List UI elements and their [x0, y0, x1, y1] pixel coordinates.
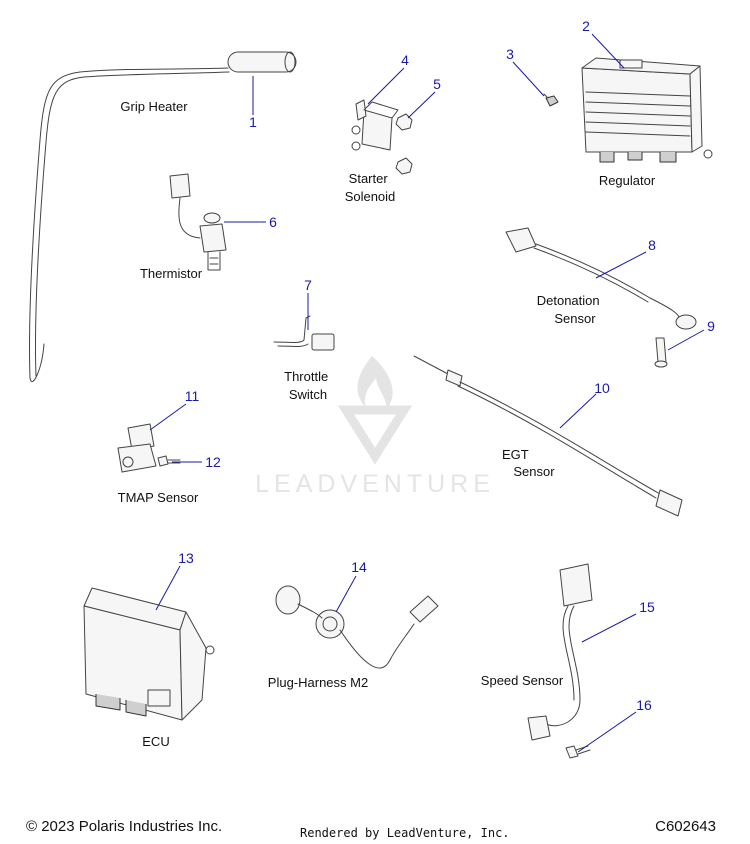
callout-8[interactable]: 8 — [595, 237, 656, 279]
callout-number: 12 — [205, 454, 221, 470]
label-grip-heater: Grip Heater — [120, 99, 188, 114]
bolt-3-drawing — [543, 93, 559, 107]
label-egt-sensor: EGT Sensor — [502, 447, 555, 479]
label-tmap-sensor: TMAP Sensor — [118, 490, 199, 505]
label-regulator: Regulator — [599, 173, 656, 188]
callout-number: 11 — [185, 388, 200, 404]
callout-number: 6 — [269, 214, 277, 230]
callout-number: 4 — [401, 52, 409, 68]
callout-number: 5 — [433, 76, 441, 92]
tmap-sensor-drawing — [117, 423, 157, 473]
callout-15[interactable]: 15 — [581, 599, 655, 643]
callout-1[interactable]: 1 — [249, 76, 257, 130]
callout-13[interactable]: 13 — [155, 550, 194, 611]
callout-11[interactable]: 11 — [149, 388, 200, 431]
throttle-switch-drawing — [273, 315, 335, 351]
callout-number: 7 — [304, 277, 312, 293]
detonation-sensor-drawing — [505, 227, 697, 330]
callout-2[interactable]: 2 — [582, 18, 625, 69]
callout-5[interactable]: 5 — [407, 76, 441, 119]
starter-solenoid-drawing — [351, 99, 399, 151]
bolt-9-drawing — [654, 337, 668, 368]
callout-number: 9 — [707, 318, 715, 334]
part-labels: Grip Heater Regulator Starter Solenoid T… — [118, 99, 656, 749]
label-thermistor: Thermistor — [140, 266, 203, 281]
callouts: 1 2 3 4 5 6 7 8 — [149, 18, 715, 753]
flame-logo-icon — [337, 356, 413, 465]
callout-number: 1 — [249, 114, 257, 130]
label-throttle-switch: Throttle Switch — [284, 369, 332, 402]
callout-16[interactable]: 16 — [577, 697, 652, 753]
leadventure-watermark: LEADVENTURE — [255, 356, 495, 498]
callout-7[interactable]: 7 — [304, 277, 312, 330]
grip-heater-drawing — [28, 51, 297, 382]
bolt-12-drawing — [157, 455, 181, 467]
plug-harness-drawing — [275, 585, 439, 669]
callout-number: 10 — [594, 380, 610, 396]
label-plug-harness-m2: Plug-Harness M2 — [268, 675, 368, 690]
callout-14[interactable]: 14 — [335, 559, 367, 613]
label-ecu: ECU — [142, 734, 169, 749]
bolt-16-drawing — [565, 745, 591, 759]
callout-3[interactable]: 3 — [506, 46, 545, 97]
callout-number: 14 — [351, 559, 367, 575]
rendered-by-text: Rendered by LeadVenture, Inc. — [300, 826, 510, 840]
callout-6[interactable]: 6 — [224, 214, 277, 230]
watermark-text: LEADVENTURE — [255, 470, 495, 498]
speed-sensor-drawing — [527, 563, 593, 741]
label-starter-solenoid: Starter Solenoid — [345, 171, 396, 204]
nut-5-drawing — [395, 113, 413, 175]
callout-number: 8 — [648, 237, 656, 253]
regulator-drawing — [581, 57, 713, 163]
callout-number: 16 — [636, 697, 652, 713]
callout-number: 3 — [506, 46, 514, 62]
label-speed-sensor: Speed Sensor — [481, 673, 564, 688]
label-detonation-sensor: Detonation Sensor — [537, 293, 604, 326]
egt-sensor-drawing — [413, 355, 683, 517]
callout-12[interactable]: 12 — [172, 454, 221, 470]
callout-number: 2 — [582, 18, 590, 34]
copyright-text: © 2023 Polaris Industries Inc. — [26, 818, 223, 835]
callout-4[interactable]: 4 — [367, 52, 409, 105]
ecu-drawing — [83, 587, 215, 721]
callout-9[interactable]: 9 — [667, 318, 715, 351]
callout-number: 15 — [639, 599, 655, 615]
diagram-id: C602643 — [655, 818, 716, 835]
callout-10[interactable]: 10 — [559, 380, 610, 429]
callout-number: 13 — [178, 550, 194, 566]
thermistor-drawing — [169, 173, 227, 271]
